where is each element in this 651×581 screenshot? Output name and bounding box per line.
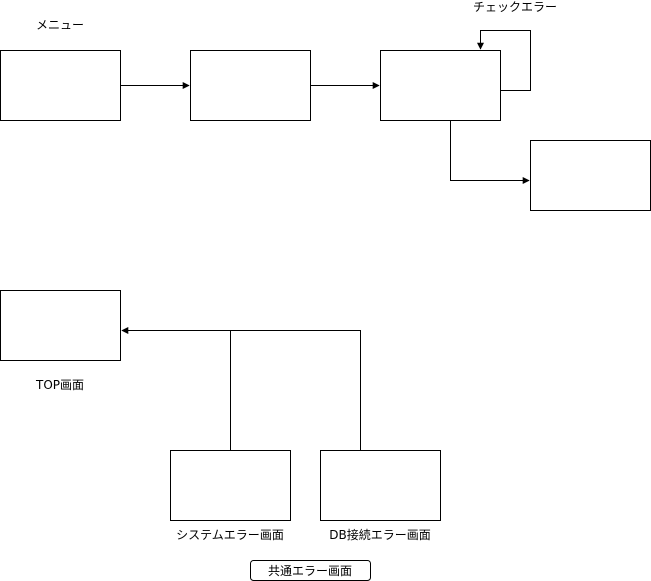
- edge-check-error-loop: [477, 30, 531, 91]
- menu-box[interactable]: [0, 50, 121, 121]
- edge-third-to-fourth: [450, 120, 530, 184]
- edge-db-error-to-top: [230, 330, 361, 451]
- fourth-step-box[interactable]: [530, 140, 651, 211]
- db-connection-error-box[interactable]: [320, 450, 441, 521]
- system-error-label: システムエラー画面: [176, 528, 284, 542]
- third-step-box[interactable]: [380, 50, 501, 121]
- common-error-caption: 共通エラー画面: [268, 564, 352, 578]
- db-connection-error-label: DB接続エラー画面: [329, 527, 430, 542]
- second-step-box[interactable]: [190, 50, 311, 121]
- system-error-box[interactable]: [170, 450, 291, 521]
- top-screen-box[interactable]: [0, 290, 121, 361]
- check-error-label: チェックエラー: [473, 0, 557, 14]
- top-screen-label: TOP画面: [35, 378, 84, 392]
- edge-system-error-to-top: [121, 327, 231, 451]
- menu-label: メニュー: [36, 18, 84, 32]
